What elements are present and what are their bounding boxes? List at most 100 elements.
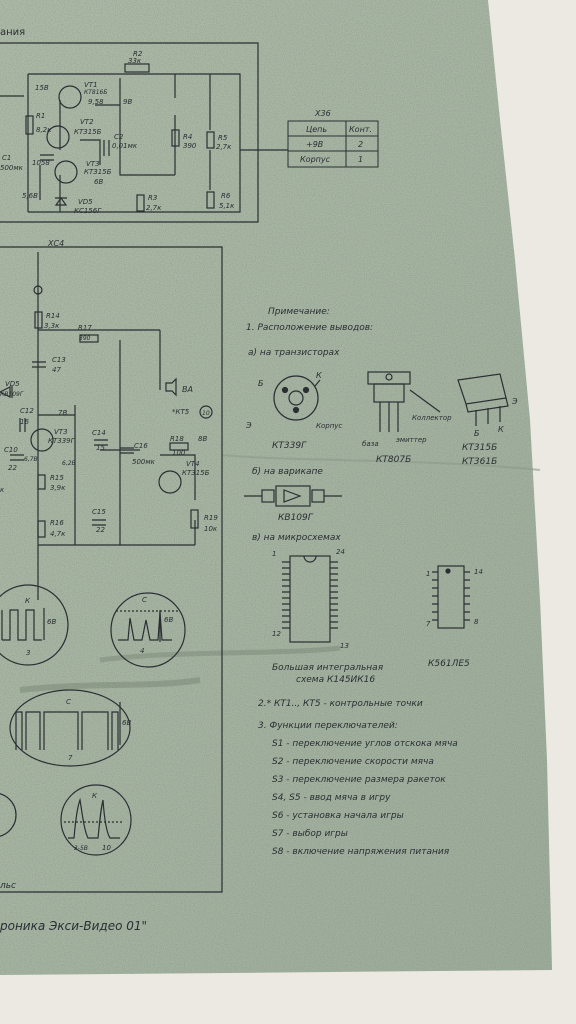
svg-text:С: С [66,698,71,706]
svg-text:Коллектор: Коллектор [412,414,452,422]
vd5-varicap-symbol [0,386,13,398]
lsi-caption-1: Большая интегральная [272,663,384,673]
svg-text:R14: R14 [46,312,60,320]
footer-title: роника Экси-Видео 01" [0,919,147,933]
svg-text:2,7к: 2,7к [216,143,232,151]
notes-b: б) на варикапе [252,467,323,477]
note-s45: S4, S5 - ввод мяча в игру [272,793,391,803]
svg-text:10: 10 [102,844,111,852]
c15-symbol [92,519,106,526]
r1-resistor [25,115,34,135]
upper-labels: ания R2 33к 15В VT1 КТ816Б 9,58 9В R1 8,… [0,27,235,215]
r18-resistor [169,442,189,451]
svg-text:3: 3 [26,649,30,657]
svg-text:7В: 7В [58,409,67,417]
svg-text:8В: 8В [198,435,207,443]
r16-resistor [37,520,46,538]
svg-text:R1: R1 [36,112,45,120]
svg-text:К: К [92,792,98,800]
k145ik16-pinout [282,555,338,643]
svg-text:500мк: 500мк [0,164,24,172]
svg-text:10: 10 [202,410,210,417]
svg-text:R18: R18 [170,435,184,443]
kt807b-pinout [367,371,441,432]
notes-section: Примечание: 1. Расположение выводов: а) … [246,307,373,358]
svg-text:47: 47 [52,366,61,374]
svg-text:100: 100 [172,449,186,457]
svg-text:к: к [0,486,5,494]
notes-list: 2.* КТ1.., КТ5 - контрольные точки 3. Фу… [258,699,458,857]
svg-text:С14: С14 [92,429,106,437]
note-s3: S3 - переключение размера ракеток [272,775,446,785]
c14-symbol [94,439,108,446]
r3-resistor [136,194,145,212]
note-s6: S6 - установка начала игры [272,811,404,821]
r14-resistor [34,311,43,329]
waveform-labels: К 6В 3 С 6В 4 С 6В 7 К 3-5В 10 [25,596,173,852]
connector-row-2-circuit: Корпус [300,155,331,164]
connector-label: Х36 [314,109,331,118]
svg-text:К: К [498,425,504,434]
svg-text:R16: R16 [50,519,64,527]
kt339g-pinout [273,375,321,421]
svg-text:R17: R17 [78,324,92,332]
waveform-7-screen [9,689,131,767]
svg-text:*КТ5: *КТ5 [172,408,190,416]
kt315b-pinout [457,373,509,426]
kv109g-pinout [244,485,342,507]
fold-crease-2 [99,645,341,663]
svg-text:Э: Э [245,421,252,430]
svg-text:500мк: 500мк [132,458,156,466]
svg-text:КС156Г: КС156Г [74,207,102,215]
svg-text:VD5: VD5 [5,380,20,388]
waveforms [0,584,186,856]
svg-text:КТ315Б: КТ315Б [84,168,112,176]
waveform-left-screen [0,793,17,837]
kv109g-label: КВ109Г [278,513,314,523]
r5-resistor [206,131,215,149]
svg-text:22: 22 [8,464,17,472]
svg-text:1058: 1058 [32,159,50,167]
smudge [19,677,201,693]
r19-resistor [190,509,199,529]
svg-text:6В: 6В [47,618,56,626]
svg-text:R3: R3 [148,194,157,202]
c2-symbol [103,140,110,156]
svg-text:С: С [142,596,147,604]
r4-resistor [171,129,180,147]
svg-text:эмиттер: эмиттер [396,436,427,444]
svg-text:R5: R5 [218,134,228,142]
svg-text:6В: 6В [122,719,131,727]
svg-text:VT2: VT2 [80,118,94,126]
vd5-zener-symbol [54,196,68,206]
kt807b-label: КТ807Б [376,455,411,465]
svg-text:1: 1 [272,550,276,558]
svg-text:ВА: ВА [182,385,193,394]
c1-symbol [40,154,54,161]
connector-row-1-circuit: +9В [306,140,323,149]
svg-text:Б: Б [258,379,264,388]
waveform-3-screen [0,584,69,666]
svg-text:R15: R15 [50,474,64,482]
svg-text:7: 7 [426,620,431,628]
speaker-symbol [165,377,177,397]
r17-resistor [79,334,99,343]
connector-header-contact: Конт. [349,125,372,134]
header-title-fragment: ания [0,27,25,38]
fold-crease [221,454,541,471]
svg-text:R4: R4 [183,133,192,141]
svg-text:4: 4 [140,647,144,655]
note-s7: S7 - выбор игры [272,829,348,839]
r6-resistor [206,191,215,209]
svg-text:VT3: VT3 [86,160,100,168]
wires [0,42,288,893]
svg-text:С15: С15 [92,508,106,516]
lsi-caption-2: схема К145ИК16 [296,675,375,685]
svg-text:С13: С13 [52,356,66,364]
svg-text:С16: С16 [134,442,148,450]
svg-text:4,7к: 4,7к [50,530,66,538]
svg-text:С10: С10 [4,446,18,454]
connector-x36: Х36 Цепь Конт. +9В 2 Корпус 1 [287,109,379,168]
svg-text:6В: 6В [164,616,173,624]
